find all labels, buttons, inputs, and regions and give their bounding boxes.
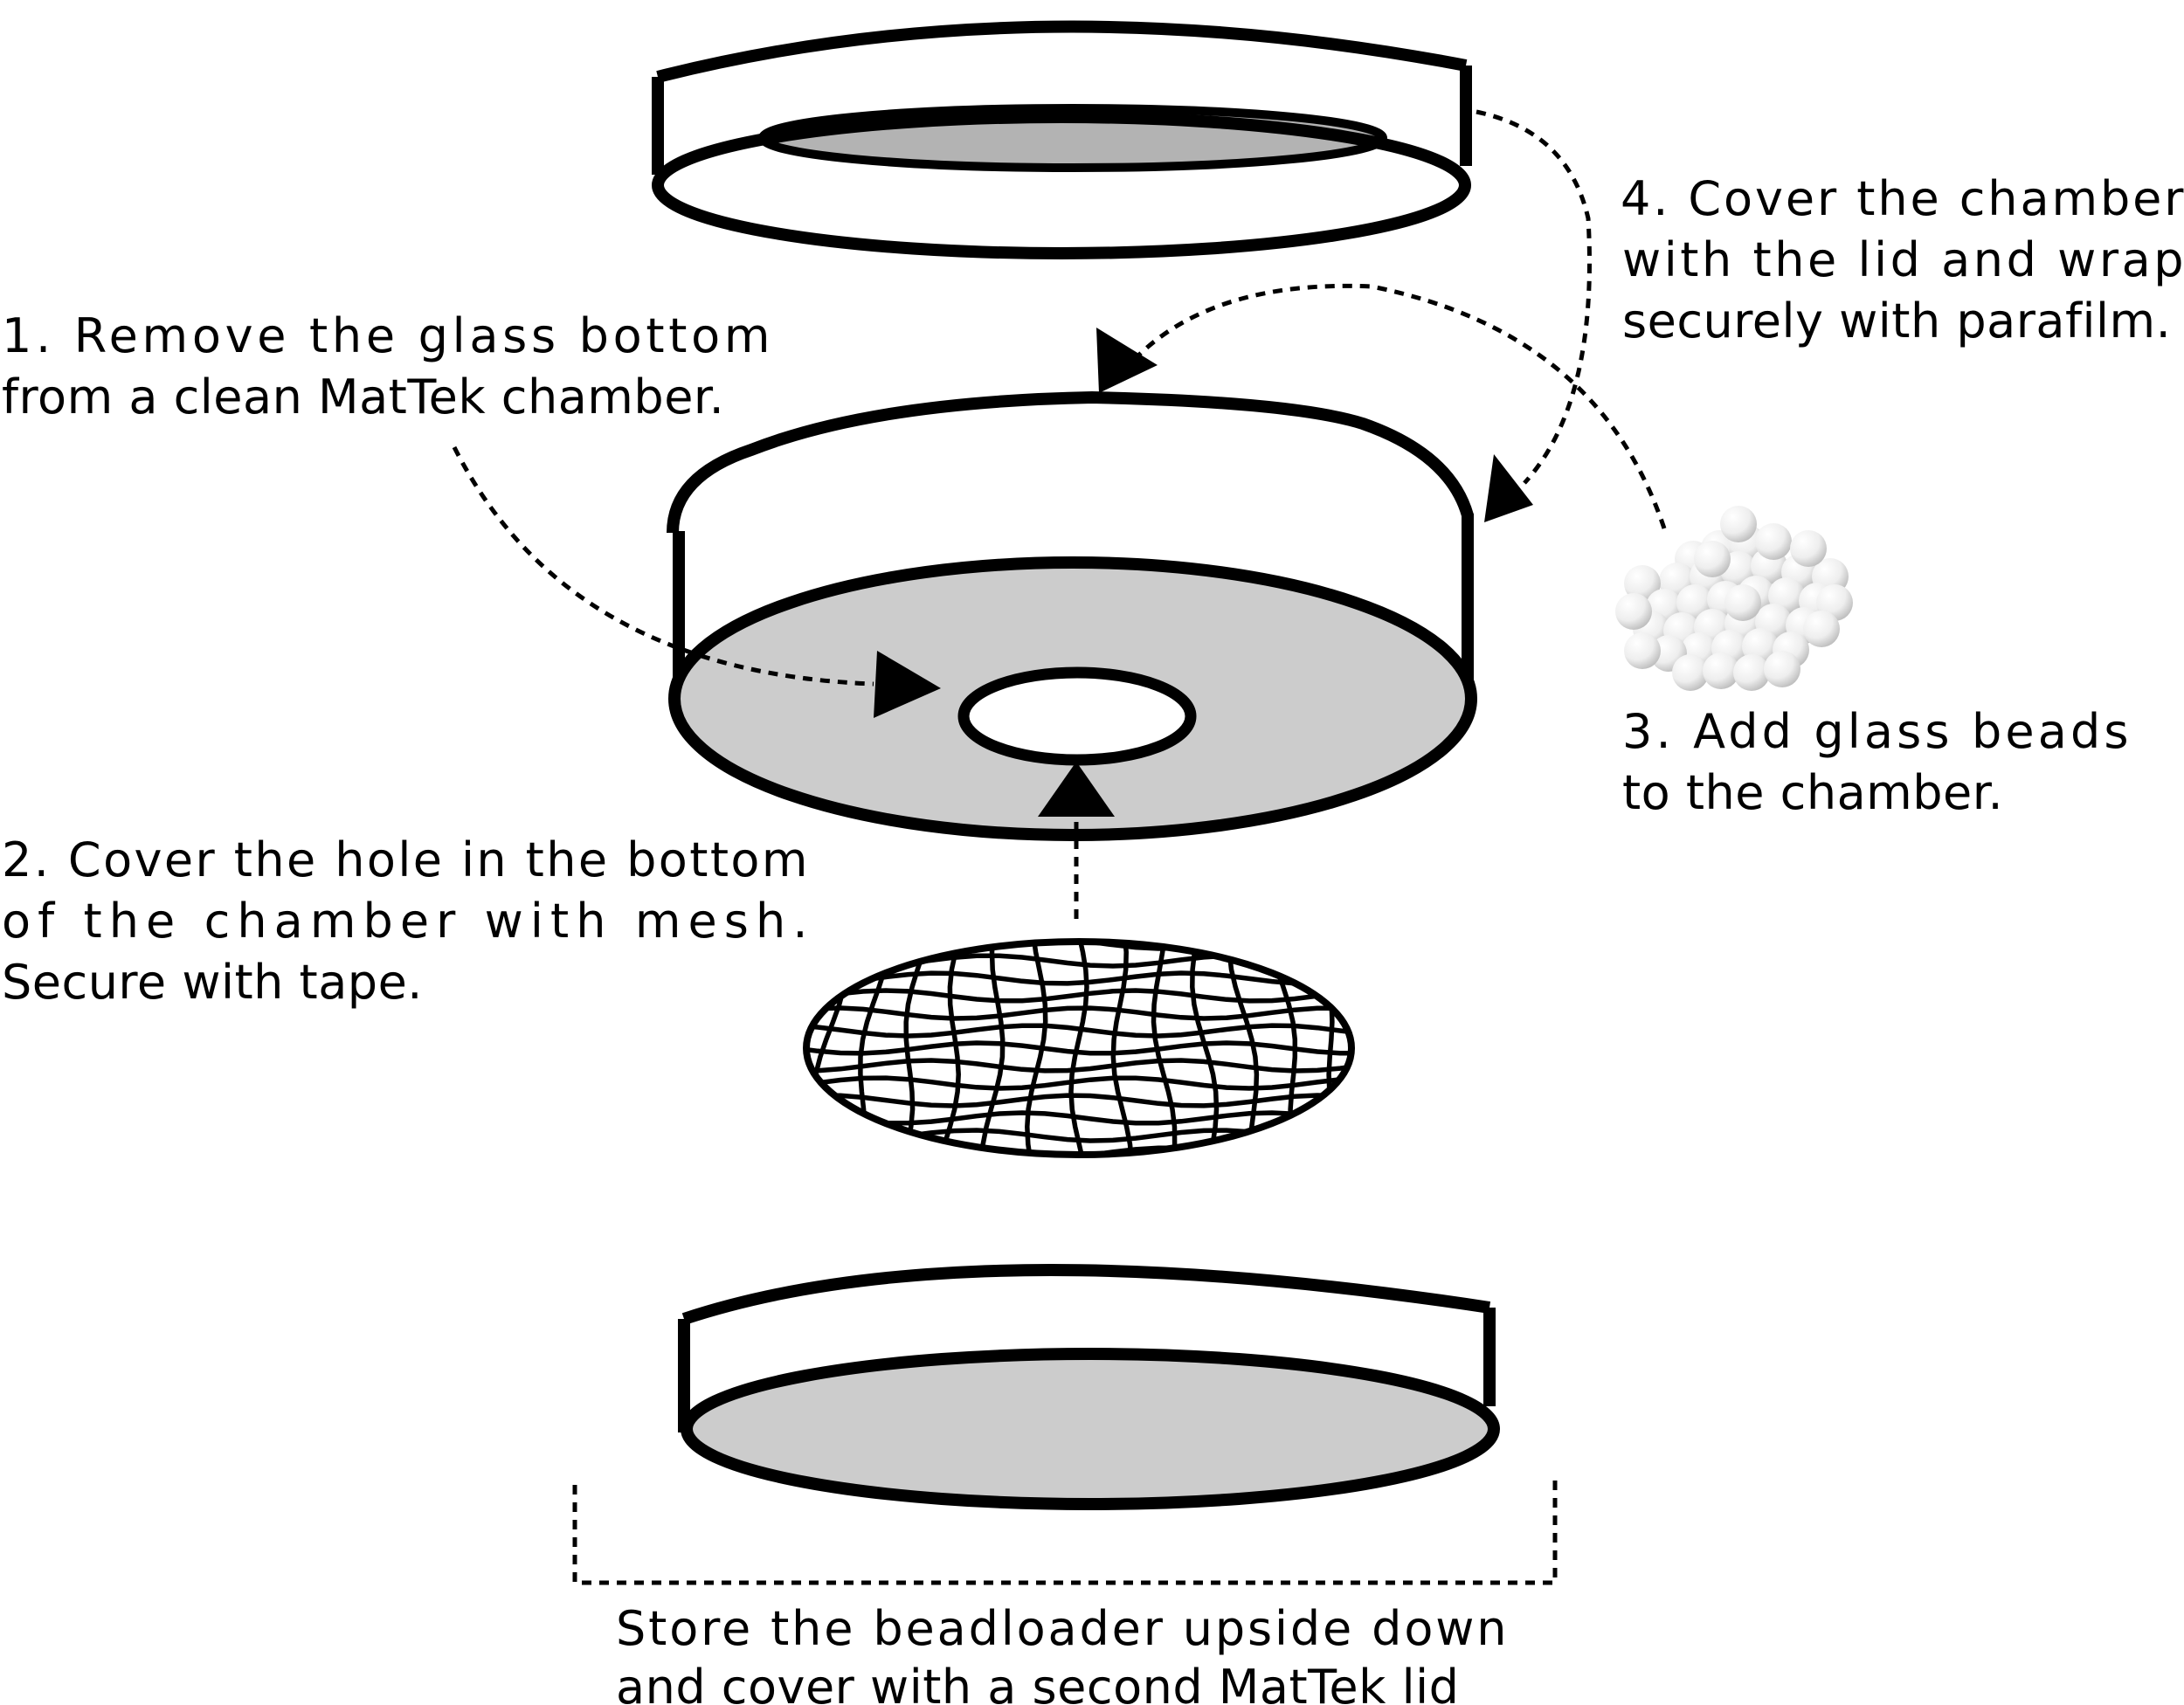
step4-line2: with the lid and wrap bbox=[1622, 232, 2184, 287]
glass-bead bbox=[1624, 565, 1661, 602]
second-lid-top-rim bbox=[681, 1264, 1491, 1325]
mattek-chamber bbox=[667, 390, 1477, 841]
arrowhead-step2 bbox=[1038, 762, 1115, 817]
mesh-wire bbox=[806, 1058, 1351, 1073]
arrow-step3-path bbox=[1134, 283, 1667, 529]
chamber-top-rim bbox=[667, 390, 1474, 534]
arrow-step4-path bbox=[1476, 109, 1592, 485]
step3-label: 3. Add glass beads to the chamber. bbox=[1622, 704, 2129, 820]
arrows bbox=[452, 109, 1667, 1585]
lid-top-rim bbox=[656, 20, 1468, 83]
step1-line1: 1. Remove the glass bottom bbox=[2, 308, 771, 363]
mesh-wire bbox=[806, 1093, 1351, 1108]
glass-bead bbox=[1694, 541, 1731, 577]
mesh bbox=[803, 938, 1355, 1158]
mesh-wire bbox=[978, 942, 1006, 1155]
glass-bead bbox=[1703, 652, 1739, 689]
step2-line3: Secure with tape. bbox=[2, 955, 423, 1010]
mesh-wire bbox=[806, 1075, 1351, 1091]
mattek-lid bbox=[652, 20, 1472, 259]
mesh-wire bbox=[806, 1005, 1351, 1021]
step2-line1: 2. Cover the hole in the bottom bbox=[2, 832, 808, 887]
glass-bead bbox=[1733, 654, 1770, 691]
glass-bead bbox=[1615, 593, 1652, 630]
arrowhead-step1 bbox=[874, 651, 941, 718]
glass-bead bbox=[1724, 584, 1761, 621]
mesh-wire bbox=[1227, 942, 1260, 1155]
step4-label: 4. Cover the chamber with the lid and wr… bbox=[1621, 171, 2184, 349]
glass-bead bbox=[1624, 632, 1661, 669]
arrowhead-step3 bbox=[1096, 328, 1158, 393]
glass-bead bbox=[1755, 523, 1792, 560]
mesh-wire bbox=[806, 1040, 1351, 1056]
step2-line2: of the chamber with mesh. bbox=[2, 894, 808, 949]
mesh-wire bbox=[806, 1023, 1351, 1039]
mesh-wire bbox=[1068, 942, 1089, 1155]
arrow-step1-path bbox=[452, 445, 874, 687]
mesh-outline bbox=[803, 938, 1355, 1158]
step3-line1: 3. Add glass beads bbox=[1622, 704, 2129, 759]
glass-bead bbox=[1764, 651, 1800, 687]
mesh-wire bbox=[806, 970, 1351, 986]
glass-bead bbox=[1720, 506, 1757, 542]
step1-label: 1. Remove the glass bottom from a clean … bbox=[2, 308, 771, 425]
second-mattek-lid bbox=[678, 1264, 1500, 1510]
storage-label: Store the beadloader upside down and cov… bbox=[616, 1601, 1507, 1705]
step4-line3: securely with parafilm. bbox=[1622, 293, 2171, 349]
step1-line2: from a clean MatTek chamber. bbox=[2, 369, 724, 425]
glass-beads bbox=[1615, 506, 1853, 691]
step3-line2: to the chamber. bbox=[1622, 765, 2003, 820]
glass-bead bbox=[1672, 654, 1709, 691]
step2-label: 2. Cover the hole in the bottom of the c… bbox=[2, 832, 808, 1010]
lid-bottom-rim bbox=[652, 111, 1471, 259]
mesh-wire bbox=[806, 988, 1351, 1004]
second-lid-glass-disc bbox=[681, 1348, 1500, 1510]
step4-line1: 4. Cover the chamber bbox=[1621, 171, 2184, 226]
arrowheads bbox=[874, 328, 1533, 817]
glass-bead bbox=[1790, 530, 1827, 567]
storage-line1: Store the beadloader upside down bbox=[616, 1601, 1507, 1656]
chamber-hole bbox=[957, 666, 1197, 766]
storage-line2: and cover with a second MatTek lid bbox=[616, 1660, 1459, 1705]
glass-bead bbox=[1803, 611, 1840, 647]
arrowhead-step4 bbox=[1484, 454, 1533, 522]
